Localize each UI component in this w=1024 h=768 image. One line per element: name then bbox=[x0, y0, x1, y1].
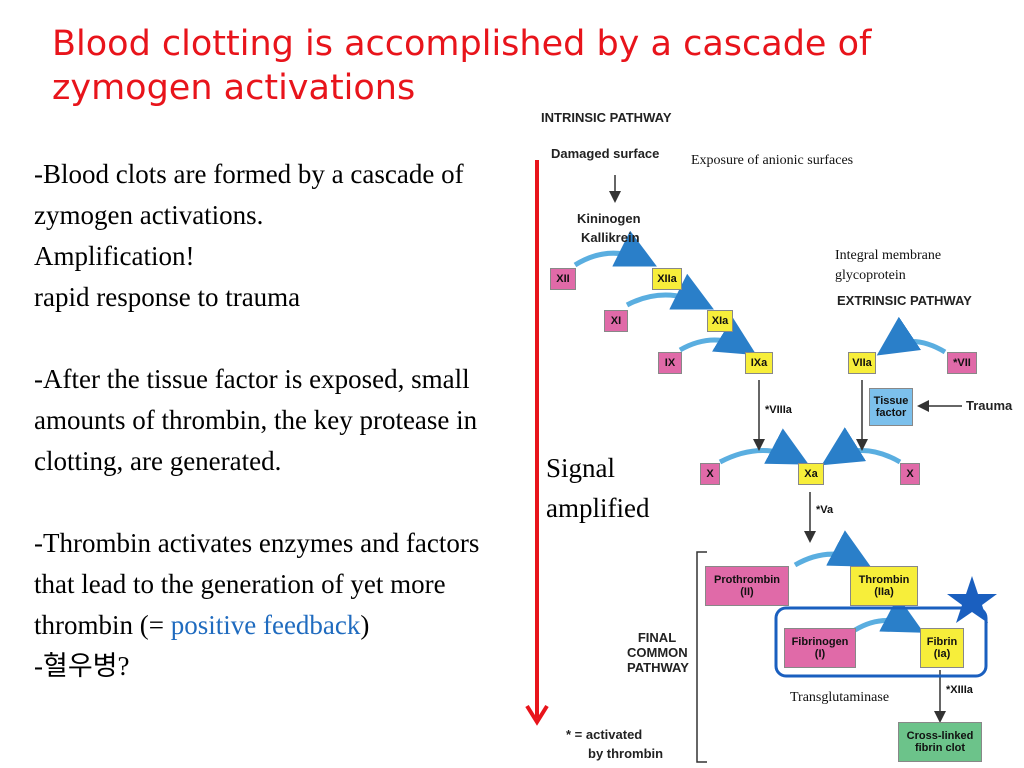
slide-title: Blood clotting is accomplished by a casc… bbox=[52, 24, 872, 108]
factor-x-right-box: X bbox=[900, 463, 920, 485]
kininogen-label: Kininogen bbox=[577, 211, 641, 226]
factor-viia-box: VIIa bbox=[848, 352, 876, 374]
paragraph-3-close: ) bbox=[360, 610, 370, 640]
integral-note-1: Integral membrane bbox=[835, 248, 942, 263]
factor-xiia-box: XIIa bbox=[652, 268, 682, 290]
star-icon bbox=[947, 576, 997, 623]
paragraph-1: -Blood clots are formed by a cascade of … bbox=[34, 159, 464, 230]
factor-vii-box: *VII bbox=[947, 352, 977, 374]
fibrin-box: Fibrin (Ia) bbox=[920, 628, 964, 668]
exposure-note: Exposure of anionic surfaces bbox=[691, 153, 854, 168]
vii-activation-arrow bbox=[876, 316, 947, 356]
damaged-surface-label: Damaged surface bbox=[551, 146, 660, 161]
body-text: -Blood clots are formed by a cascade of … bbox=[34, 154, 524, 687]
xi-activation-arrow bbox=[625, 273, 714, 310]
xii-activation-arrow bbox=[573, 230, 657, 268]
positive-feedback-text: positive feedback bbox=[170, 610, 361, 640]
transglutaminase-label: Transglutaminase bbox=[790, 690, 890, 705]
trauma-label: Trauma bbox=[966, 398, 1013, 413]
paragraph-3: -Thrombin activates enzymes and factors … bbox=[34, 523, 524, 646]
signal-line-1: Signal bbox=[546, 453, 616, 483]
fibrinogen-box: Fibrinogen (I) bbox=[784, 628, 856, 668]
fibrinogen-activation-arrow bbox=[853, 596, 924, 633]
ix-activation-arrow bbox=[678, 317, 757, 356]
x-intrinsic-arrow bbox=[718, 428, 809, 465]
final-line-2: COMMON bbox=[627, 645, 688, 660]
factor-ixa-box: IXa bbox=[745, 352, 773, 374]
amplification-arrowhead bbox=[525, 704, 549, 726]
crosslinked-clot-box: Cross-linked fibrin clot bbox=[898, 722, 982, 762]
footnote-line-2: by thrombin bbox=[588, 746, 664, 761]
fibrin-highlight-box bbox=[774, 606, 988, 678]
factor-xii-box: XII bbox=[550, 268, 576, 290]
final-pathway-bracket bbox=[696, 551, 707, 763]
extrinsic-pathway-label: EXTRINSIC PATHWAY bbox=[837, 293, 972, 308]
paragraph-4: -혈우병? bbox=[34, 651, 130, 681]
thrombin-box: Thrombin (IIa) bbox=[850, 566, 918, 606]
factor-va-label: *Va bbox=[816, 504, 834, 516]
factor-xiiia-label: *XIIIa bbox=[946, 684, 973, 696]
intrinsic-pathway-label: INTRINSIC PATHWAY bbox=[541, 110, 672, 125]
tissue-factor-box: Tissue factor bbox=[869, 388, 913, 426]
factor-viiia-label: *VIIIa bbox=[765, 404, 792, 416]
signal-amplified-label: Signal amplified bbox=[546, 448, 649, 528]
factor-xia-box: XIa bbox=[707, 310, 733, 332]
signal-line-2: amplified bbox=[546, 493, 650, 523]
factor-ix-box: IX bbox=[658, 352, 682, 374]
paragraph-1c: rapid response to trauma bbox=[34, 282, 301, 312]
factor-x-left-box: X bbox=[700, 463, 720, 485]
footnote-line-1: * = activated bbox=[566, 727, 643, 742]
prothrombin-activation-arrow bbox=[793, 530, 871, 568]
prothrombin-box: Prothrombin (II) bbox=[705, 566, 789, 606]
integral-note-2: glycoprotein bbox=[835, 268, 906, 283]
paragraph-1b: Amplification! bbox=[34, 241, 195, 271]
final-line-3: PATHWAY bbox=[627, 660, 689, 675]
paragraph-2: -After the tissue factor is exposed, sma… bbox=[34, 364, 478, 476]
final-common-pathway-label: FINAL COMMON PATHWAY bbox=[627, 630, 689, 675]
factor-xa-box: Xa bbox=[798, 463, 824, 485]
kallikrein-label: Kallikrein bbox=[581, 230, 640, 245]
factor-xi-box: XI bbox=[604, 310, 628, 332]
x-extrinsic-arrow bbox=[821, 427, 902, 466]
paragraph-3-text: -Thrombin activates enzymes and factors … bbox=[34, 528, 480, 640]
final-line-1: FINAL bbox=[637, 630, 677, 645]
